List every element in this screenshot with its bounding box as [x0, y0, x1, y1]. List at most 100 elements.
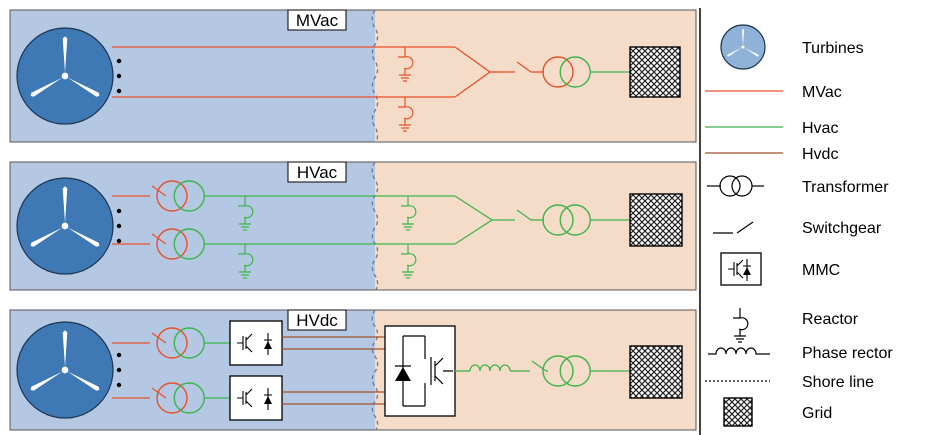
panel-title: HVdc: [296, 311, 338, 330]
reactor-icon: [238, 196, 254, 231]
reactor-icon: [401, 196, 417, 231]
switchgear-icon: [140, 233, 167, 245]
grid-icon: [629, 345, 683, 399]
transformer-primary: [156, 382, 188, 414]
transformer-primary: [542, 355, 574, 387]
legend-label: Hvdc: [802, 146, 838, 163]
mmc-icon: [384, 325, 456, 417]
ellipsis-dot: [116, 352, 122, 358]
igbt-symbol: [237, 388, 253, 408]
panel-title-box: HVdc: [287, 309, 347, 331]
legend-label: Phase rector: [802, 345, 893, 362]
panel-title-frame: [287, 309, 347, 331]
switch-blade: [140, 233, 167, 245]
switchgear-icon: [140, 185, 167, 197]
ellipsis-dot: [116, 88, 122, 94]
grid-icon: [629, 46, 681, 98]
mmc-icon: [720, 252, 762, 286]
transformer-primary: [156, 327, 188, 359]
mmc-icon: [229, 375, 283, 421]
panel-border: [9, 9, 697, 143]
mmc-box: [384, 325, 456, 417]
reactor-coil: [238, 196, 254, 231]
ellipsis-dot: [116, 238, 122, 244]
reactor-icon: [398, 97, 414, 132]
igbt-symbol: [424, 336, 453, 406]
ellipsis-dot: [116, 367, 122, 373]
switchgear-icon: [713, 221, 754, 234]
reactor-coil: [401, 196, 417, 231]
legend-item: MVac: [705, 84, 842, 101]
phase-reactor-icon: [469, 364, 511, 372]
grid-icon: [723, 397, 753, 427]
legend-label: MVac: [802, 84, 842, 101]
legend-item: Hvdc: [705, 146, 838, 163]
legend-label: Turbines: [802, 40, 864, 57]
diode-lead: [395, 335, 425, 407]
ellipsis-dot: [116, 223, 122, 229]
reactor-icon: [733, 308, 749, 343]
shore-line: [371, 9, 379, 143]
panel-border: [9, 161, 697, 291]
igbt-symbol: [237, 333, 253, 353]
switch-blade: [140, 332, 167, 344]
transformer-primary: [542, 204, 574, 236]
switchgear-icon: [505, 61, 532, 73]
panel-mvac: MVac: [9, 9, 697, 143]
ellipsis-dot: [116, 208, 122, 214]
switchgear-icon: [505, 209, 532, 221]
ellipsis-dot: [116, 382, 122, 388]
legend-item: Shore line: [705, 374, 874, 391]
panel-title-frame: [287, 161, 347, 183]
panel-title-box: MVac: [287, 9, 347, 31]
ellipsis-dot: [116, 58, 122, 64]
switchgear-icon: [140, 332, 167, 344]
legend-item: Phase rector: [708, 345, 893, 362]
switch-blade: [140, 185, 167, 197]
shore-line: [371, 161, 379, 291]
reactor-coil: [238, 244, 254, 279]
mmc-box: [720, 252, 762, 286]
mmc-box: [229, 375, 283, 421]
reactor-coil: [401, 244, 417, 279]
grid-icon: [629, 193, 683, 247]
ellipsis-dot: [116, 73, 122, 79]
mmc-icon: [720, 252, 762, 286]
legend-label: MMC: [802, 262, 840, 279]
legend-label: Hvac: [802, 120, 838, 137]
legend-item: Turbines: [720, 24, 864, 70]
transformer-primary: [719, 175, 741, 197]
legend-item: Hvac: [705, 120, 838, 137]
turbine-icon: [16, 321, 114, 419]
reactor-icon: [238, 244, 254, 279]
panel-border: [9, 309, 697, 431]
legend-label: Grid: [802, 405, 832, 422]
phase-reactor-icon: [708, 347, 770, 355]
diode-lead: [743, 259, 751, 281]
switchgear-icon: [140, 387, 167, 399]
diode-lead: [264, 388, 272, 410]
reactor-coil: [398, 97, 414, 132]
legend-item: Switchgear: [713, 220, 882, 237]
legend-item: Transformer: [707, 175, 889, 197]
diode-lead: [264, 333, 272, 355]
legend-item: Reactor: [733, 308, 859, 343]
legend-label: Reactor: [802, 311, 859, 328]
reactor-coil: [733, 308, 749, 343]
panel-hvdc: HVdc: [9, 309, 697, 431]
panel-title-box: HVac: [287, 161, 347, 183]
switch-blade: [140, 387, 167, 399]
legend-label: Shore line: [802, 374, 874, 391]
shore-line: [371, 309, 379, 431]
panel-title: MVac: [296, 11, 339, 30]
turbine-icon: [16, 27, 114, 125]
switch-blade: [505, 61, 532, 73]
reactor-coil: [398, 47, 414, 82]
igbt-symbol: [728, 259, 744, 279]
legend: TurbinesMVacHvacHvdcTransformerSwitchgea…: [699, 8, 893, 435]
transformer-secondary: [731, 175, 753, 197]
transformer-primary: [156, 180, 188, 212]
panel-title: HVac: [297, 163, 338, 182]
legend-item: MMC: [720, 252, 840, 286]
